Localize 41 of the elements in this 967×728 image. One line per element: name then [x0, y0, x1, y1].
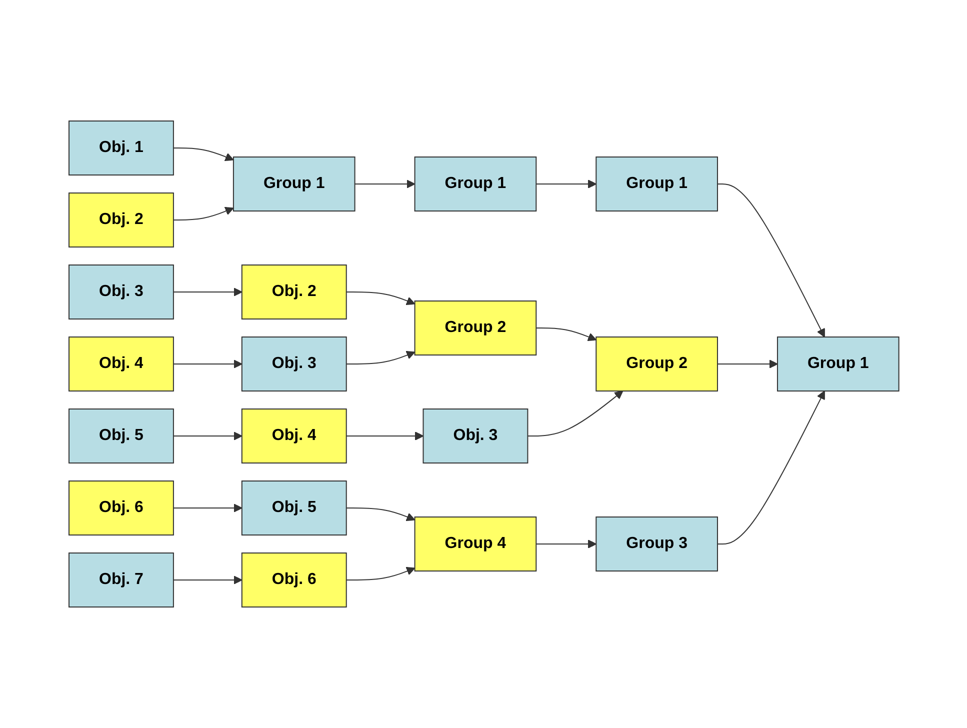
node-box: Obj. 3: [422, 408, 528, 464]
node-box: Group 3: [595, 516, 718, 572]
arrow: [345, 508, 415, 522]
arrow: [172, 576, 242, 584]
node-box: Obj. 7: [68, 552, 174, 608]
node-box: Group 1: [414, 156, 536, 212]
node-box: Obj. 4: [240, 408, 346, 464]
node-box: Obj. 2: [240, 264, 346, 320]
arrow: [172, 432, 242, 440]
arrow: [535, 540, 596, 548]
node-box: Obj. 3: [68, 264, 174, 320]
arrow: [345, 292, 415, 306]
node-box: Obj. 3: [240, 336, 346, 392]
arrow: [716, 390, 825, 544]
arrow: [172, 504, 242, 512]
arrow: [535, 328, 596, 342]
node-box: Obj. 1: [68, 120, 174, 176]
node-box: Obj. 5: [68, 408, 174, 464]
node-box: Group 2: [414, 300, 536, 356]
arrow: [354, 180, 415, 188]
node-box: Group 4: [414, 516, 536, 572]
node-box: Obj. 6: [68, 480, 174, 536]
node-box: Obj. 5: [240, 480, 346, 536]
arrow: [716, 360, 778, 368]
arrow: [535, 180, 596, 188]
node-box: Group 1: [232, 156, 355, 212]
node-box: Group 2: [595, 336, 718, 392]
arrow: [172, 360, 242, 368]
arrow: [526, 390, 623, 436]
arrow: [345, 432, 424, 440]
arrow: [716, 184, 825, 338]
node-box: Obj. 4: [68, 336, 174, 392]
arrow: [172, 148, 234, 162]
node-box: Group 1: [776, 336, 899, 392]
arrow: [172, 288, 242, 296]
node-box: Obj. 2: [68, 192, 174, 248]
node-box: Obj. 6: [240, 552, 346, 608]
arrow: [345, 566, 415, 580]
node-box: Group 1: [595, 156, 718, 212]
arrow: [345, 350, 415, 364]
arrow: [172, 206, 234, 220]
